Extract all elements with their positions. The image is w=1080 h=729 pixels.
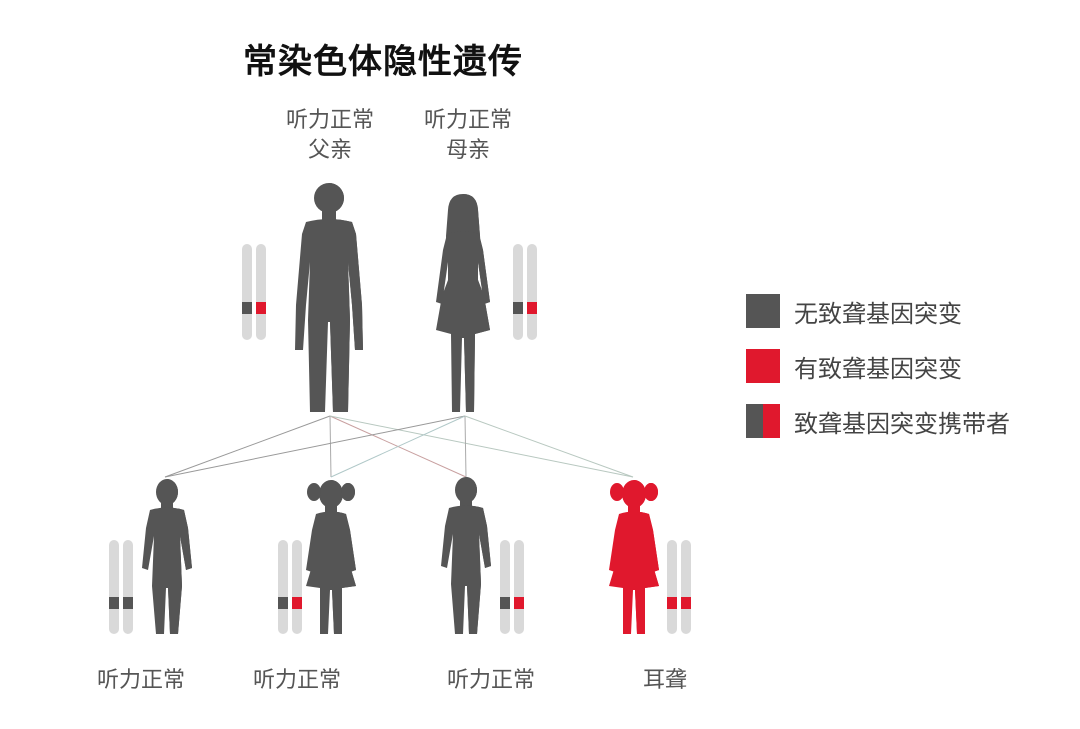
chromosome — [256, 244, 266, 340]
diagram-title: 常染色体隐性遗传 — [243, 42, 523, 82]
father-chromosomes — [242, 244, 266, 340]
legend-label: 致聋基因突变携带者 — [794, 409, 1010, 438]
gene-mutant — [527, 302, 537, 314]
father-label: 听力正常 父亲 — [260, 106, 400, 166]
line-mother-child3 — [464, 415, 467, 478]
mother-figure — [436, 194, 490, 412]
gene-normal — [242, 302, 252, 314]
child4-figure — [609, 480, 659, 634]
chromosome — [292, 540, 302, 634]
legend-item-normal: 无致聋基因突变 — [746, 292, 1010, 330]
child1-label: 听力正常 — [96, 668, 185, 693]
line-mother-child4 — [464, 415, 634, 478]
chromosome — [667, 540, 677, 634]
legend: 无致聋基因突变 有致聋基因突变 致聋基因突变携带者 — [746, 292, 1010, 457]
child2-label: 听力正常 — [252, 668, 341, 693]
child1-figure — [142, 479, 192, 634]
gene-normal — [109, 597, 119, 609]
legend-swatch-normal — [746, 294, 780, 328]
child2-chromosomes — [278, 540, 302, 634]
line-mother-child1 — [164, 415, 466, 478]
line-father-child4 — [329, 415, 634, 478]
line-father-child1 — [164, 415, 331, 478]
child3-label: 听力正常 — [446, 668, 535, 693]
mother-label: 听力正常 母亲 — [398, 106, 538, 166]
child4-chromosomes — [667, 540, 691, 634]
mother-chromosomes — [513, 244, 537, 340]
chromosome — [242, 244, 252, 340]
child1-chromosomes — [109, 540, 133, 634]
gene-normal — [500, 597, 510, 609]
child4-label: 耳聋 — [642, 668, 687, 693]
legend-label: 有致聋基因突变 — [794, 354, 962, 383]
father-hearing-label: 听力正常 — [285, 108, 374, 133]
chromosome — [123, 540, 133, 634]
father-role-label: 父亲 — [307, 138, 352, 163]
chromosome — [681, 540, 691, 634]
legend-swatch-carrier — [746, 404, 780, 438]
legend-swatch-mutant — [746, 349, 780, 383]
chromosome — [500, 540, 510, 634]
chromosome — [527, 244, 537, 340]
chromosome — [514, 540, 524, 634]
child3-chromosomes — [500, 540, 524, 634]
child2-figure — [306, 480, 356, 634]
legend-item-carrier: 致聋基因突变携带者 — [746, 402, 1010, 440]
gene-mutant — [514, 597, 524, 609]
gene-normal — [278, 597, 288, 609]
gene-normal — [123, 597, 133, 609]
line-father-child2 — [329, 415, 332, 478]
mother-role-label: 母亲 — [445, 138, 490, 163]
legend-item-mutant: 有致聋基因突变 — [746, 347, 1010, 385]
chromosome — [109, 540, 119, 634]
line-mother-child2 — [330, 415, 466, 478]
gene-mutant — [681, 597, 691, 609]
gene-mutant — [292, 597, 302, 609]
gene-mutant — [667, 597, 677, 609]
child3-figure — [441, 477, 491, 634]
mother-hearing-label: 听力正常 — [423, 108, 512, 133]
father-figure — [295, 183, 363, 412]
gene-mutant — [256, 302, 266, 314]
gene-normal — [513, 302, 523, 314]
inheritance-lines — [164, 415, 634, 478]
chromosome — [513, 244, 523, 340]
legend-label: 无致聋基因突变 — [794, 299, 962, 328]
chromosome — [278, 540, 288, 634]
